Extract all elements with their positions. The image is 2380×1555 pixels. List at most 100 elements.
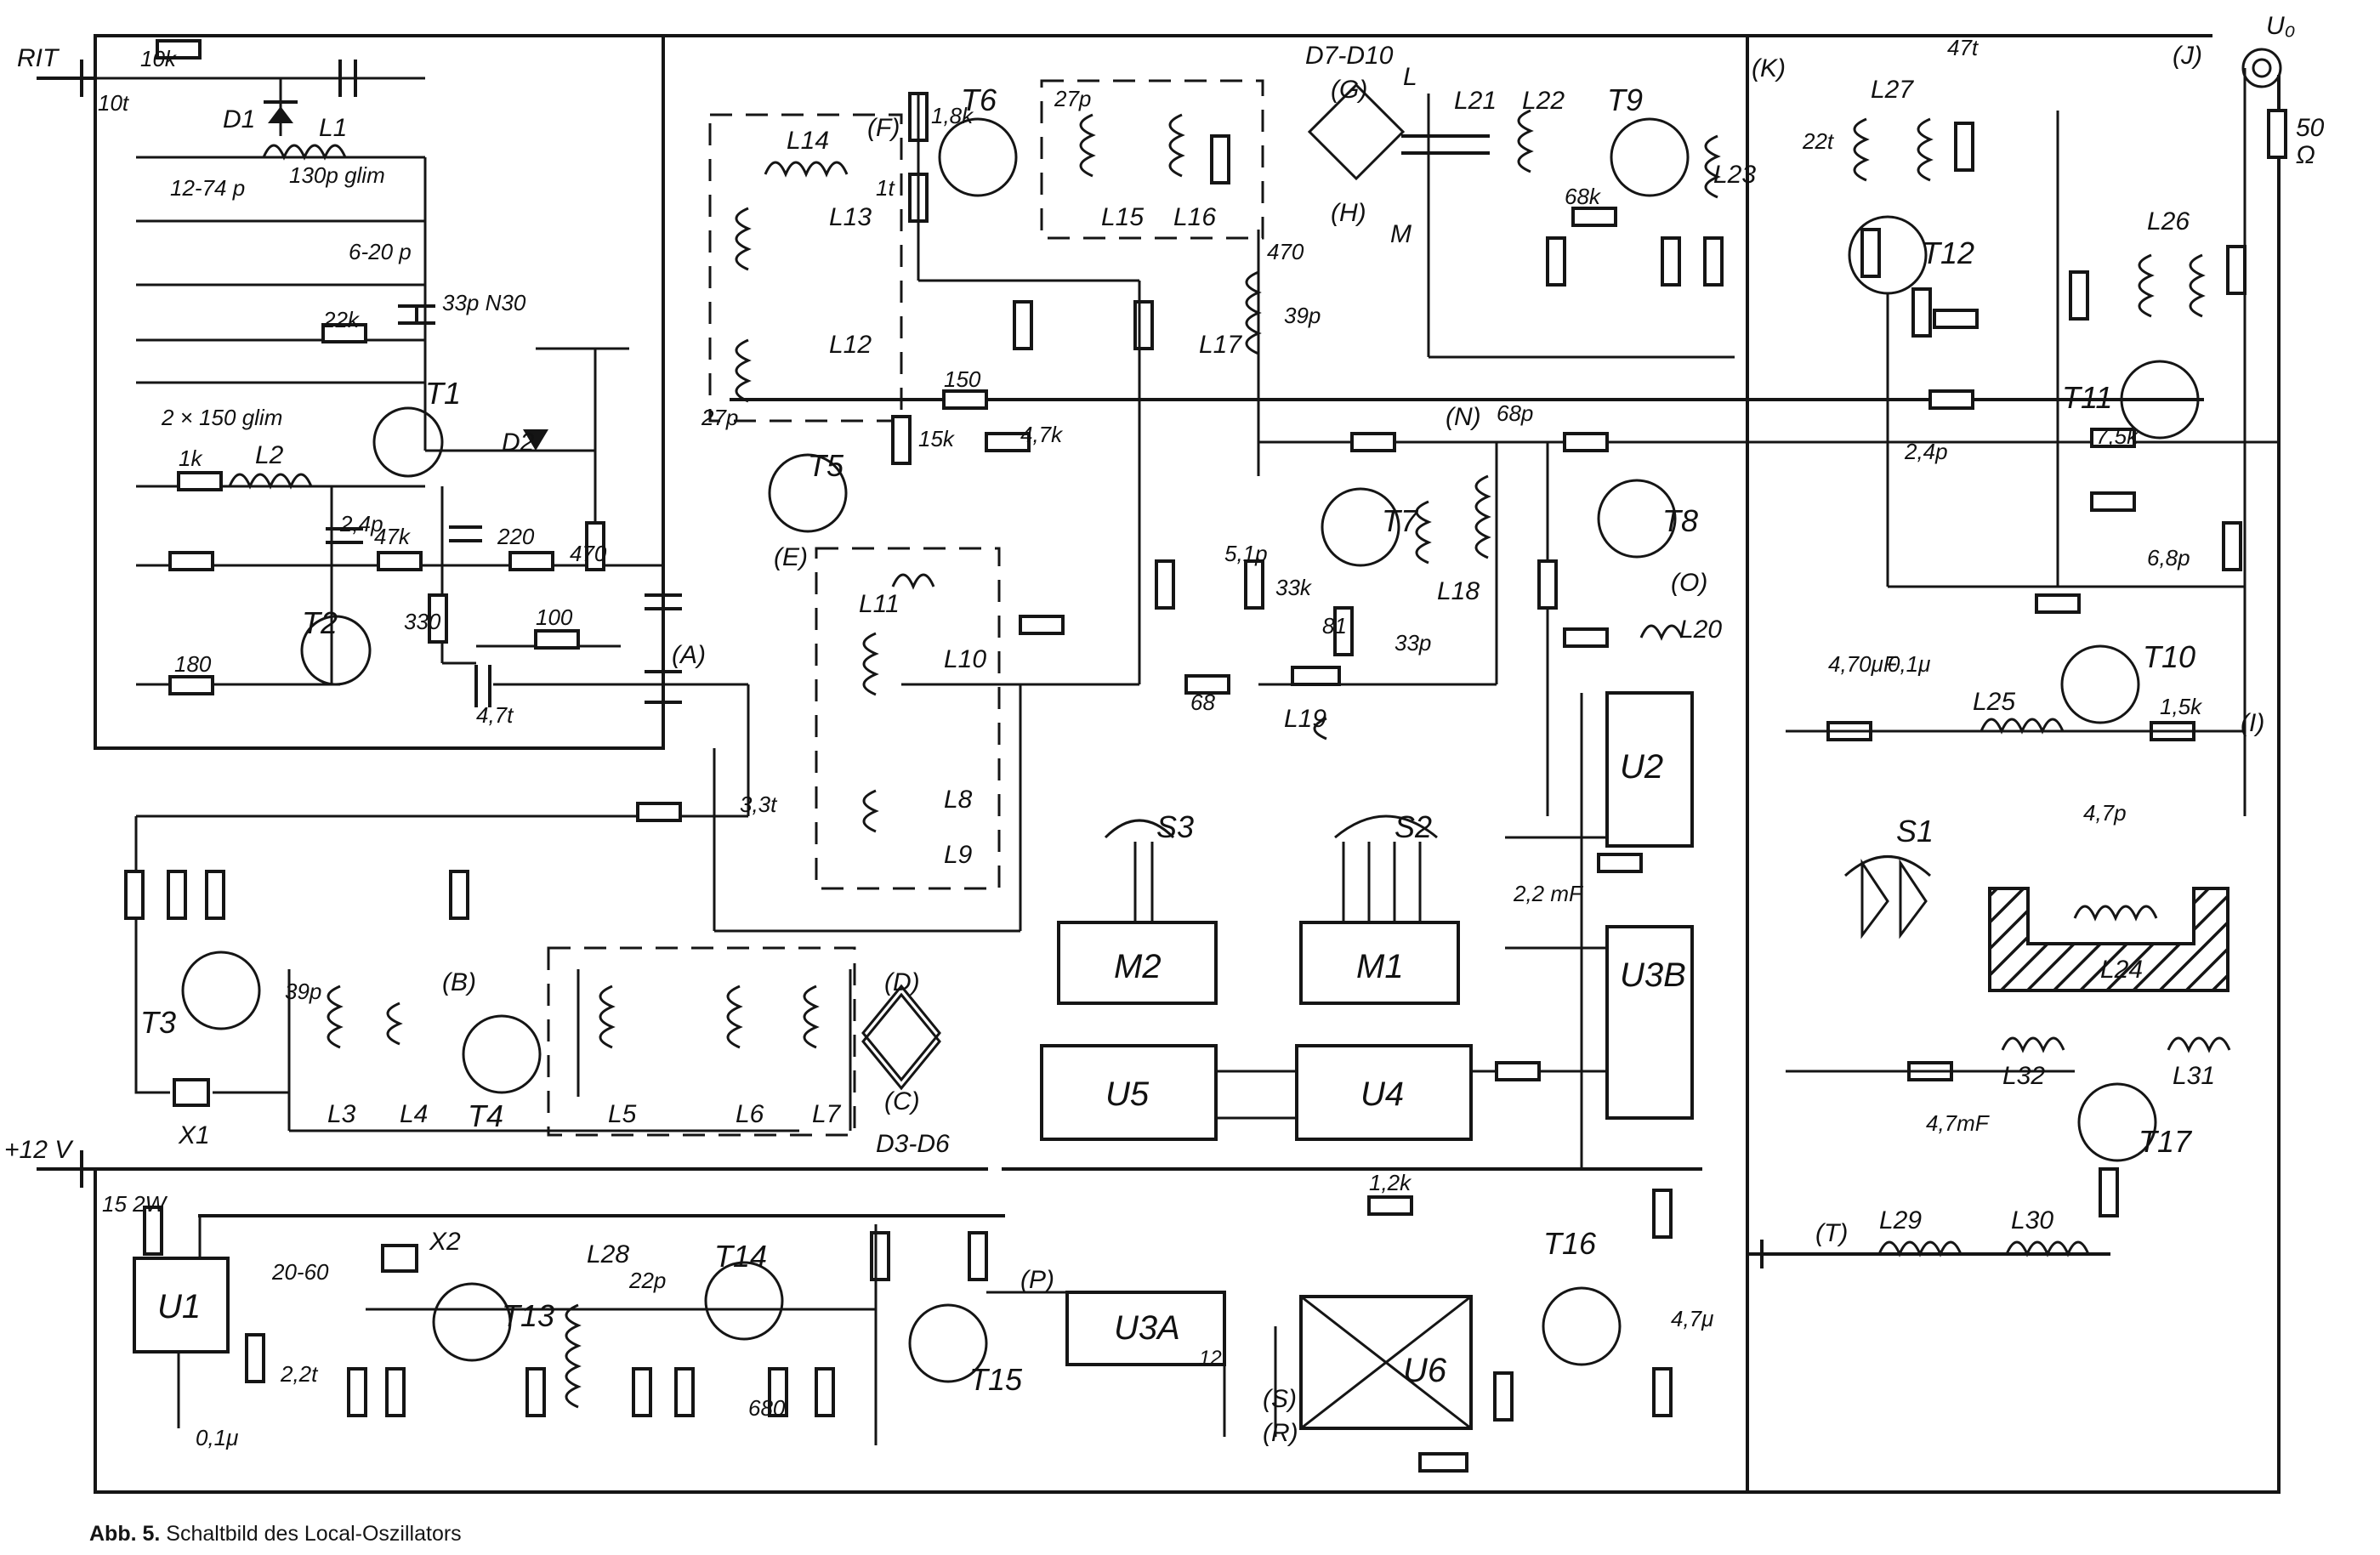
label-d7-d10: D7-D10 (1305, 42, 1394, 70)
crystal-section (124, 802, 941, 1137)
label-t5: T5 (808, 448, 844, 483)
value-1-8k: 1,8k (931, 103, 974, 128)
label-u3a: U3A (1114, 1309, 1180, 1347)
node-k: (K) (1752, 54, 1786, 82)
node-p: (P) (1020, 1266, 1054, 1294)
value-12-pin: 12 (1199, 1347, 1222, 1370)
label-d3-d6: D3-D6 (876, 1130, 950, 1158)
label-l13: L13 (829, 203, 872, 231)
label-l23: L23 (1713, 161, 1756, 189)
value-39p: 39p (285, 979, 321, 1004)
value-4-7u: 4,7μ (1671, 1306, 1713, 1331)
label-t14: T14 (714, 1239, 767, 1274)
value-2-4p: 2,4p (339, 511, 383, 536)
label-t13: T13 (502, 1298, 554, 1333)
value-1-5k: 1,5k (2160, 694, 2203, 719)
label-t2: T2 (302, 605, 338, 640)
caption-text: Schaltbild des Local-Oszillators (166, 1522, 462, 1546)
value-130p: 130p glim (289, 162, 385, 188)
label-u2: U2 (1620, 748, 1663, 786)
value-2-4p-t12: 2,4p (1904, 439, 1948, 464)
label-l2: L2 (255, 441, 284, 469)
label-l25: L25 (1973, 688, 2015, 716)
value-68p: 68p (1497, 400, 1533, 426)
label-u5: U5 (1105, 1075, 1150, 1113)
value-39p-l17: 39p (1284, 303, 1321, 328)
label-l27: L27 (1871, 76, 1914, 104)
value-81: 81 (1322, 613, 1347, 638)
value-6-20p: 6-20 p (349, 239, 412, 264)
value-27p: 27p (701, 405, 738, 430)
value-4-7k: 4,7k (1020, 422, 1064, 447)
caption-label: Abb. 5. (89, 1522, 161, 1546)
label-m2: M2 (1114, 948, 1162, 985)
value-3-3t: 3,3t (740, 792, 778, 817)
value-10t-rit: 10t (98, 90, 130, 116)
node-i: (I) (2241, 709, 2264, 737)
label-l4: L4 (400, 1100, 428, 1128)
value-100: 100 (536, 604, 573, 630)
value-180: 180 (174, 651, 212, 677)
node-b: (B) (442, 968, 476, 996)
value-1k: 1k (179, 446, 203, 471)
value-1-2k: 1,2k (1369, 1170, 1412, 1195)
label-x1: X1 (178, 1121, 210, 1149)
label-50: 50 (2296, 114, 2325, 142)
node-h: (H) (1331, 199, 1366, 227)
node-e: (E) (774, 543, 808, 571)
label-l5: L5 (608, 1100, 637, 1128)
label-l7: L7 (812, 1100, 842, 1128)
label-t7: T7 (1382, 503, 1419, 538)
node-o: (O) (1671, 569, 1707, 597)
label-s2: S2 (1394, 809, 1432, 844)
label-u1: U1 (157, 1288, 201, 1325)
node-t: (T) (1815, 1219, 1848, 1247)
label-t3: T3 (140, 1005, 176, 1040)
node-12v: +12 V (4, 1136, 74, 1164)
node-m: M (1390, 220, 1412, 248)
value-27p-t6: 27p (1054, 86, 1091, 111)
label-t1: T1 (425, 376, 461, 411)
label-l17: L17 (1199, 331, 1242, 359)
value-680: 680 (748, 1395, 786, 1421)
value-4-7p: 4,7p (2083, 800, 2127, 826)
label-t10: T10 (2143, 639, 2195, 674)
value-22k: 22k (322, 307, 361, 332)
node-uo: U₀ (2266, 12, 2295, 40)
value-10k-rit: 10k (140, 46, 178, 71)
label-t17: T17 (2139, 1124, 2193, 1159)
label-x2: X2 (429, 1228, 461, 1256)
label-l30: L30 (2011, 1206, 2053, 1234)
labels: RIT +12 V U₀ 50 Ω (A) (B) (C) (D) (E) (F… (4, 12, 2325, 1450)
label-l9: L9 (944, 841, 973, 869)
label-l3: L3 (327, 1100, 356, 1128)
node-d: (D) (884, 968, 920, 996)
value-6-8p: 6,8p (2147, 545, 2190, 570)
value-33k: 33k (1275, 575, 1313, 600)
label-l31: L31 (2173, 1062, 2215, 1090)
reference-section (143, 1206, 1067, 1445)
value-5-1p: 5,1p (1224, 541, 1268, 566)
label-l14: L14 (787, 127, 829, 155)
value-47t: 47t (1947, 35, 1980, 60)
node-j: (J) (2173, 42, 2202, 70)
node-l: L (1403, 63, 1417, 91)
value-4-7t: 4,7t (476, 702, 514, 728)
node-a: (A) (672, 641, 706, 669)
node-r: (R) (1263, 1419, 1298, 1447)
label-l12: L12 (829, 331, 872, 359)
label-l32: L32 (2002, 1062, 2045, 1090)
label-t6: T6 (961, 82, 997, 117)
label-l19: L19 (1284, 705, 1326, 733)
value-0-1u: 0,1μ (1888, 651, 1930, 677)
label-l1: L1 (319, 114, 347, 142)
label-l10: L10 (944, 645, 986, 673)
value-2-2mf: 2,2 mF (1513, 881, 1584, 906)
node-s: (S) (1263, 1385, 1297, 1413)
value-15k: 15k (918, 426, 956, 451)
node-c: (C) (884, 1087, 920, 1115)
node-n: (N) (1446, 403, 1481, 431)
value-68k: 68k (1565, 184, 1602, 209)
label-l24: L24 (2100, 956, 2143, 984)
